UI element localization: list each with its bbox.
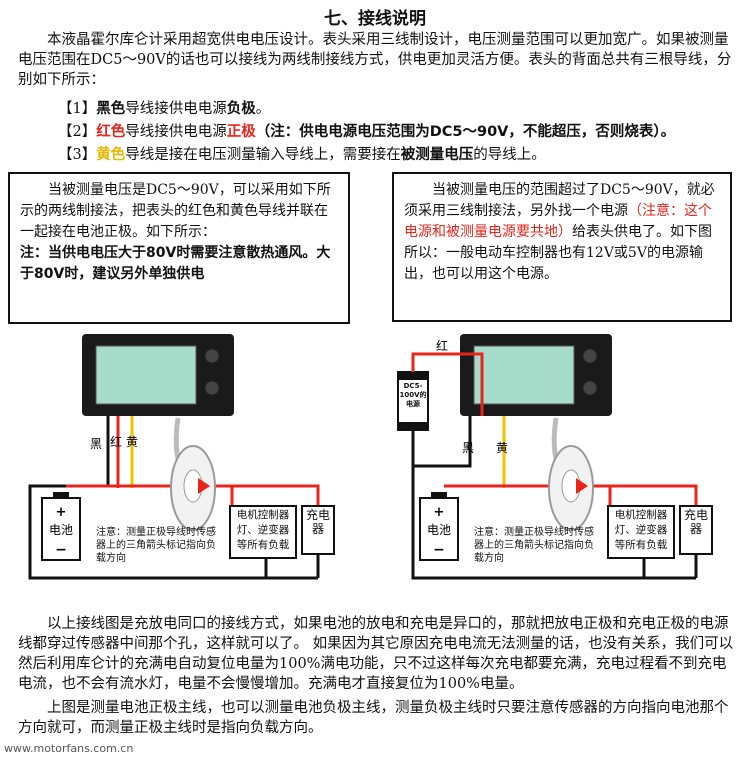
battery-label: 电池	[427, 523, 451, 537]
red-wire-to-psu	[411, 352, 484, 416]
meter-button-icon	[204, 348, 220, 364]
battery-terminal	[53, 492, 69, 499]
two-wire-info-text: 当被测量电压是DC5～90V，可以采用如下所示的两线制接法，把表头的红色和黄色导…	[20, 182, 331, 240]
wire-2-index: 【2】	[58, 124, 97, 140]
red-wire-label: 红	[110, 434, 122, 449]
battery-icon	[419, 497, 459, 561]
load-label: 电机控制器灯、逆变器等所有负载	[236, 509, 290, 551]
charger-label: 充电器	[305, 508, 330, 536]
three-wire-diagram: DC5-100V的电源 红 黑 黄 + 电池 − 电机控制器灯、逆变器等所有负载…	[397, 334, 713, 580]
black-wire-meter	[413, 416, 472, 468]
page-title: 七、接线说明	[324, 9, 426, 29]
svg-text:−: −	[55, 542, 67, 558]
lcd-screen	[95, 345, 197, 405]
black-wire	[28, 416, 268, 580]
wire-item-1: 【1】黑色导线接供电电源负极。	[58, 99, 270, 119]
charger-label: 充电器	[683, 508, 708, 536]
red-wire-label: 红	[436, 338, 448, 353]
red-main-wire	[444, 484, 698, 506]
wire-3-color: 黄色	[96, 147, 126, 163]
wire-2-color: 红色	[96, 124, 126, 140]
sensor-note: 注意：测量正极导线时传感器上的三角箭头标记指向负载方向	[474, 527, 594, 564]
black-wire-label: 黑	[90, 437, 102, 451]
bottom-paragraph-2: 上图是测量电池正极主线，也可以测量电池负极主线，测量负极主线时只要注意传感器的方…	[18, 700, 729, 736]
wire-1-post: 。	[255, 101, 271, 117]
svg-text:−: −	[433, 542, 445, 558]
red-main-wire	[66, 484, 320, 506]
bottom-paragraph-1: 以上接线图是充放电同口的接线方式，如果电池的放电和充电是异口的，那就把放电正极和…	[18, 616, 734, 692]
wire-1-text: 导线接供电电源	[125, 101, 227, 117]
yellow-wire-label: 黄	[496, 441, 508, 455]
wire-2-text: 导线接供电电源	[125, 124, 227, 140]
psu-label: DC5-100V的电源	[399, 382, 427, 408]
meter-button-icon	[204, 380, 220, 396]
load-label: 电机控制器灯、逆变器等所有负载	[614, 509, 668, 551]
three-wire-info-text-2: 给表头供电了。如下图所以：一般电动车控制器也有12V或5V的电源输出，也可以用这…	[404, 224, 712, 282]
three-wire-info-note: （注意：这个电源和被测量电源要共地）	[404, 203, 712, 240]
wire-2-bold: 正极	[226, 124, 256, 140]
charger-box	[301, 505, 335, 555]
svg-text:+: +	[56, 505, 67, 520]
lcd-screen	[473, 345, 575, 405]
battery-label: 电池	[49, 523, 73, 537]
two-wire-info-box: 当被测量电压是DC5～90V，可以采用如下所示的两线制接法，把表头的红色和黄色导…	[8, 172, 350, 324]
load-box	[607, 505, 675, 559]
svg-text:+: +	[434, 505, 445, 520]
meter-button-icon	[582, 380, 598, 396]
watermark-url: www.motorfans.com.cn	[4, 742, 134, 755]
two-wire-diagram: 黑 红 黄 + 电池 − 电机控制器灯、逆变器等所有负载 充电器 注意：测量正极…	[28, 334, 335, 580]
direction-arrow-icon	[198, 478, 210, 494]
sensor-note: 注意：测量正极导线时传感器上的三角箭头标记指向负载方向	[96, 527, 216, 564]
wire-1-color: 黑色	[96, 101, 126, 117]
three-wire-info-text-1: 当被测量电压的范围超过了DC5～90V，就必须采用三线制接法，另外找一个电源	[404, 182, 715, 219]
wire-3-text: 导线是接在电压测量输入导线上，需要接在	[125, 147, 401, 163]
wire-2-note: （注：供电电源电压范围为DC5～90V，不能超压，否则烧表）。	[255, 124, 676, 140]
black-wire-label: 黑	[462, 441, 474, 455]
meter-button-icon	[582, 348, 598, 364]
two-wire-info-warning: 注：当供电电压大于80V时需要注意散热通风。大于80V时，建议另外单独供电	[20, 245, 331, 282]
wire-1-bold: 负极	[226, 101, 256, 117]
direction-arrow-icon	[576, 478, 588, 494]
wire-1-index: 【1】	[58, 101, 97, 117]
wire-3-bold: 被测量电压	[400, 147, 474, 163]
charger-box	[679, 505, 713, 555]
three-wire-info-box: 当被测量电压的范围超过了DC5～90V，就必须采用三线制接法，另外找一个电源（注…	[392, 172, 732, 322]
wire-3-index: 【3】	[58, 147, 97, 163]
intro-paragraph: 本液晶霍尔库仑计采用超宽供电电压设计。表头采用三线制设计，电压测量范围可以更加宽…	[18, 32, 732, 88]
yellow-wire-label: 黄	[126, 435, 138, 449]
wire-3-post: 的导线上。	[473, 147, 546, 163]
wire-item-3: 【3】黄色导线是接在电压测量输入导线上，需要接在被测量电压的导线上。	[58, 145, 546, 165]
wire-item-2: 【2】红色导线接供电电源正极（注：供电电源电压范围为DC5～90V，不能超压，否…	[58, 122, 675, 142]
load-box	[229, 505, 297, 559]
battery-icon	[41, 497, 81, 561]
